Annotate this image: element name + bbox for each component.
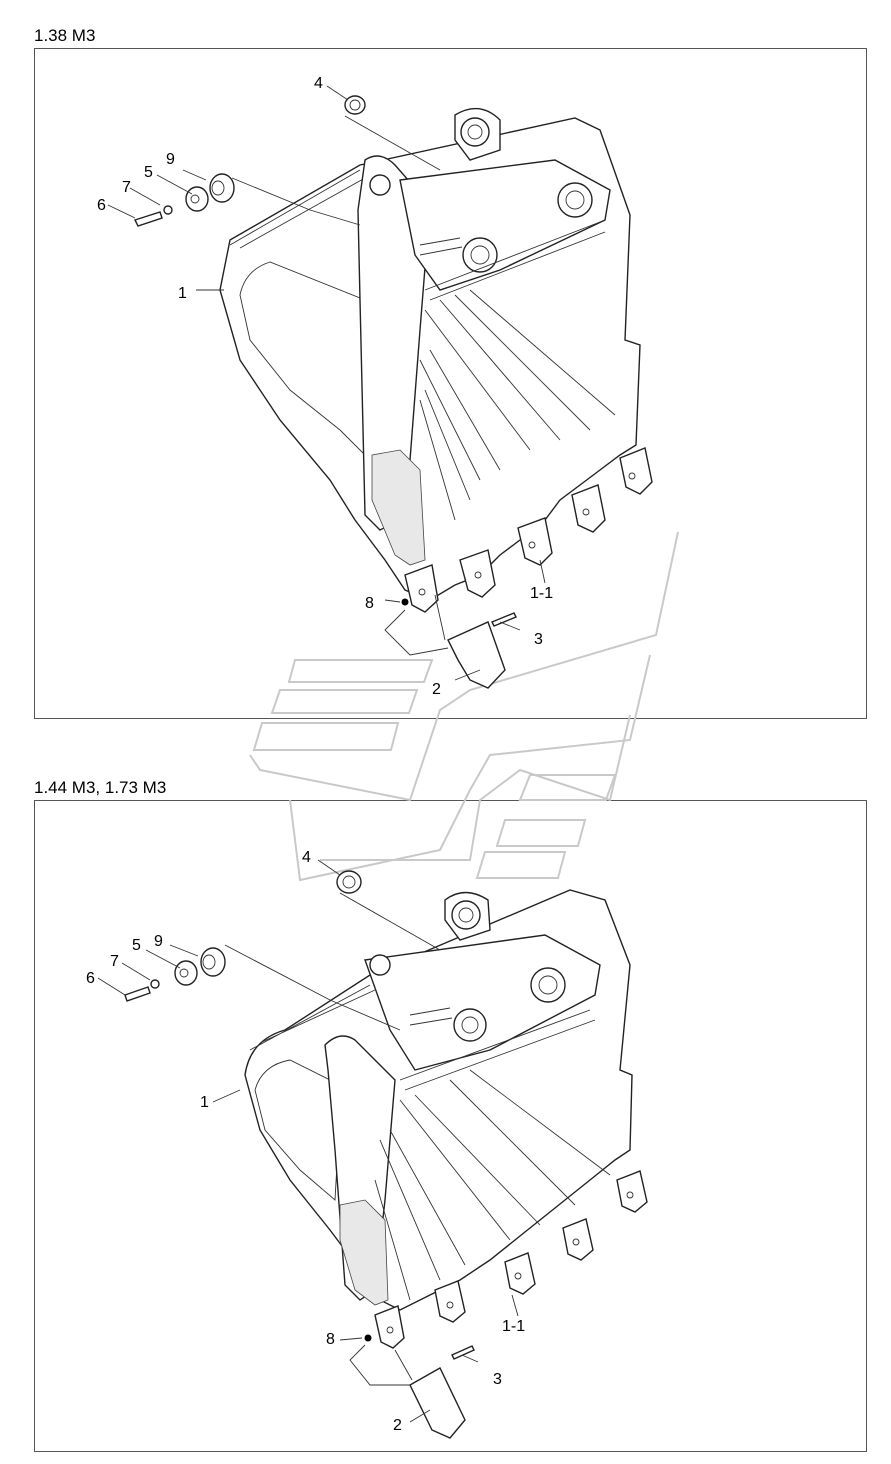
callout-9: 9 bbox=[166, 151, 175, 168]
callout-9: 9 bbox=[154, 933, 163, 950]
callout-3: 3 bbox=[493, 1371, 502, 1388]
lock-8 bbox=[401, 598, 409, 606]
lock-8 bbox=[364, 1334, 372, 1342]
bucket-drawing-2 bbox=[97, 859, 648, 1439]
bolt-6 bbox=[134, 211, 163, 227]
callout-1-1: 1-1 bbox=[502, 1318, 525, 1335]
callout-6: 6 bbox=[97, 197, 106, 214]
shim-9 bbox=[209, 173, 235, 203]
washer-7 bbox=[163, 205, 173, 215]
callout-2: 2 bbox=[432, 681, 441, 698]
plate-5 bbox=[174, 960, 198, 986]
callout-6: 6 bbox=[86, 970, 95, 987]
callout-8: 8 bbox=[326, 1331, 335, 1348]
callout-3: 3 bbox=[534, 631, 543, 648]
pin-3 bbox=[491, 612, 517, 627]
shim-9 bbox=[200, 947, 226, 977]
callout-5: 5 bbox=[132, 937, 141, 954]
callout-7: 7 bbox=[122, 179, 131, 196]
washer-7 bbox=[150, 979, 160, 989]
callout-1-1: 1-1 bbox=[530, 585, 553, 602]
bushing-4 bbox=[344, 95, 366, 115]
pin-3 bbox=[451, 1345, 475, 1360]
callout-2: 2 bbox=[393, 1417, 402, 1434]
bushing-4 bbox=[336, 870, 362, 894]
callout-4: 4 bbox=[314, 75, 323, 92]
diagram-frame-1 bbox=[34, 48, 867, 719]
watermark-logo bbox=[249, 531, 679, 882]
section-title-1: 1.38 M3 bbox=[34, 26, 96, 45]
diagram-frame-2 bbox=[34, 800, 867, 1452]
callout-8: 8 bbox=[365, 595, 374, 612]
callout-1: 1 bbox=[200, 1094, 209, 1111]
callout-5: 5 bbox=[144, 164, 153, 181]
callout-4: 4 bbox=[302, 849, 311, 866]
callout-1: 1 bbox=[178, 285, 187, 302]
plate-5 bbox=[185, 186, 209, 212]
bucket-teeth-1 bbox=[404, 447, 653, 613]
callout-7: 7 bbox=[110, 953, 119, 970]
bolt-6 bbox=[124, 986, 151, 1002]
tooth-point-2 bbox=[409, 1367, 466, 1439]
section-title-2: 1.44 M3, 1.73 M3 bbox=[34, 778, 167, 797]
bucket-drawing-1 bbox=[107, 85, 653, 689]
tooth-point-2 bbox=[447, 621, 506, 689]
